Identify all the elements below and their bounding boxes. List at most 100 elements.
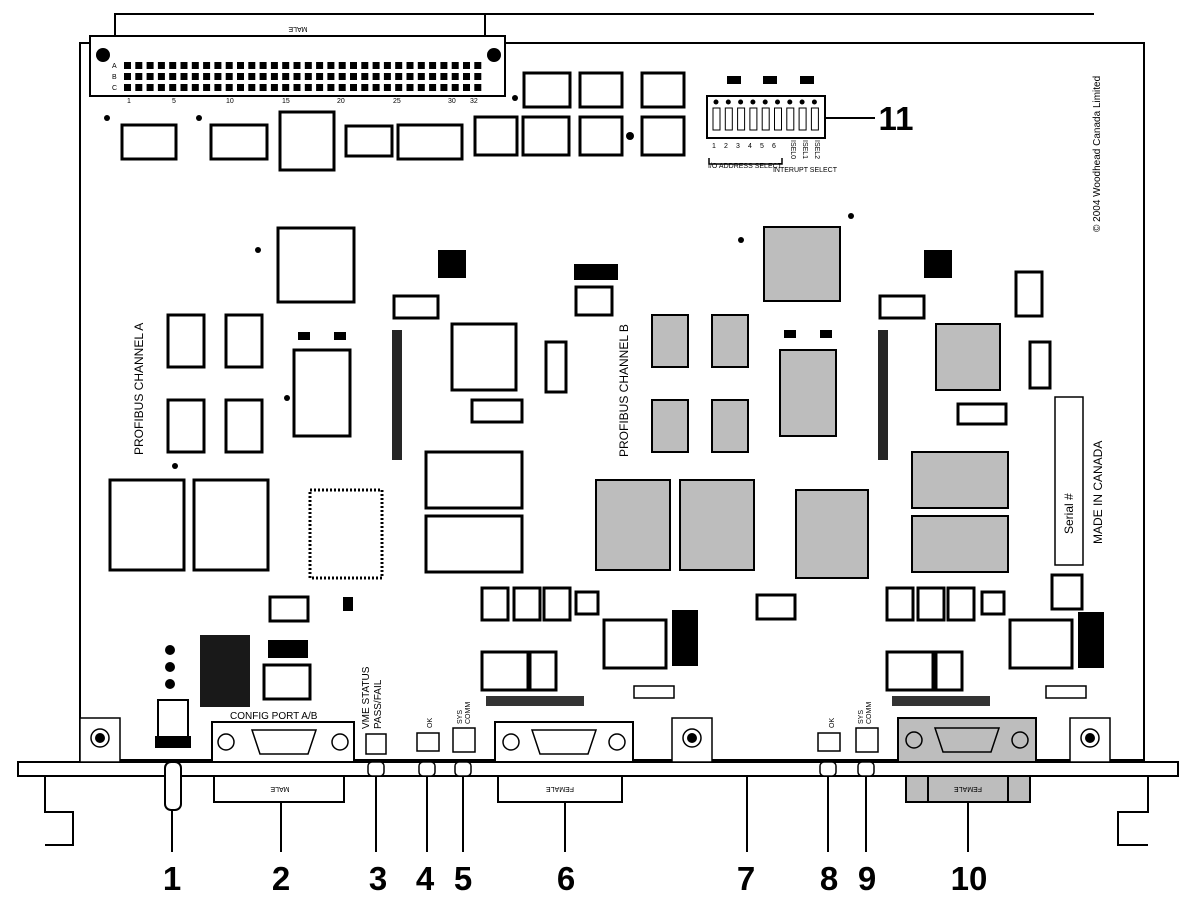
callout-6: 6: [557, 860, 575, 897]
connector-pin: [327, 73, 335, 80]
connector-pin: [293, 84, 301, 91]
dip-label-1: 1: [712, 143, 716, 150]
connector-pin: [338, 84, 346, 91]
connector-pin: [169, 62, 177, 69]
connector-pin: [282, 73, 290, 80]
connector-pin: [248, 73, 256, 80]
pass-fail-label: PASS/FAIL: [373, 679, 384, 729]
connector-pin: [327, 62, 335, 69]
sys-comm-a-line1: SYS: [457, 710, 464, 724]
connector-pin: [304, 84, 312, 91]
dip-label-5: 5: [760, 143, 764, 150]
made-in-canada: MADE IN CANADA: [1091, 441, 1105, 544]
channel-a-area: PROFIBUS CHANNEL A: [108, 226, 568, 623]
pin-row-b: B: [112, 74, 117, 81]
connector-pin: [157, 73, 165, 80]
connector-pin: [361, 73, 369, 80]
sys-comm-a-line2: COMM: [465, 702, 472, 724]
connector-pin: [225, 84, 233, 91]
top-connector-label: MALE: [288, 25, 307, 32]
config-port-connector: CONFIG PORT A/B MALE: [211, 711, 355, 803]
connector-pin: [440, 62, 448, 69]
connector-pin: [225, 62, 233, 69]
ok-led-a: OK: [416, 718, 440, 777]
profibus-port-a: FEMALE: [494, 721, 634, 803]
connector-pin: [463, 73, 470, 80]
connector-pin: [270, 62, 278, 69]
leader-lines: [171, 776, 969, 852]
dip-switch-slot: [749, 107, 758, 131]
dip-switch-slot: [786, 107, 795, 131]
connector-pin: [293, 73, 301, 80]
dip-switch-slot: [724, 107, 733, 131]
connector-pin: [429, 73, 437, 80]
connector-pin: [395, 62, 403, 69]
connector-pin: [191, 73, 199, 80]
sys-comm-b-line2: COMM: [866, 702, 873, 724]
connector-pin: [135, 73, 143, 80]
dip-switch-dot: [762, 99, 768, 105]
connector-pin: [316, 73, 324, 80]
connector-pin: [135, 62, 143, 69]
connector-pin: [372, 62, 380, 69]
pin-number-25: 25: [393, 98, 401, 105]
connector-pin: [124, 73, 131, 80]
connector-pin: [429, 62, 437, 69]
pin-number-1: 1: [127, 98, 131, 105]
callout-11: 11: [879, 100, 914, 137]
dip-switch-slot: [774, 107, 782, 131]
connector-pin: [372, 84, 380, 91]
dip-switch-dot: [713, 99, 719, 105]
channel-a-label: PROFIBUS CHANNEL A: [132, 323, 146, 455]
connector-pin: [124, 84, 131, 91]
connector-pin: [350, 84, 357, 91]
dip-switch-dot: [811, 99, 817, 105]
connector-pin: [248, 84, 256, 91]
dip-label-isel1: ISEL1: [801, 140, 808, 159]
connector-pin: [180, 73, 188, 80]
female-connector-b-label: FEMALE: [954, 785, 982, 792]
connector-pin: [157, 84, 165, 91]
dip-switch-dot: [799, 99, 805, 105]
connector-pin: [180, 84, 188, 91]
profibus-port-b: FEMALE: [897, 717, 1037, 803]
connector-pin: [169, 73, 177, 80]
top-chip-row: [104, 71, 814, 172]
pin-number-10: 10: [226, 98, 234, 105]
connector-pin: [451, 84, 459, 91]
serial-label: Serial #: [1062, 493, 1076, 534]
dip-label-4: 4: [748, 143, 752, 150]
connector-pin: [417, 73, 425, 80]
lower-components-a: [165, 586, 698, 707]
pin-row-a: A: [112, 63, 117, 70]
dip-switch-slot: [737, 107, 746, 131]
connector-pin: [191, 62, 199, 69]
dip-label-2: 2: [724, 143, 728, 150]
connector-pin: [372, 73, 380, 80]
dip-switch-dot: [787, 99, 793, 105]
pin-number-32: 32: [470, 98, 478, 105]
copyright-text: © 2004 Woodhead Canada Limited: [1092, 76, 1103, 232]
dip-switch-dot: [738, 99, 744, 105]
connector-pin: [157, 62, 165, 69]
connector-pin: [463, 84, 470, 91]
connector-pin: [451, 62, 459, 69]
connector-pin: [316, 84, 324, 91]
dip-switch-dot: [750, 99, 756, 105]
vme-status-label: VME STATUS: [361, 666, 372, 729]
connector-pin: [383, 84, 391, 91]
connector-pin: [282, 62, 290, 69]
connector-pin: [270, 73, 278, 80]
dip-label-isel2: ISEL2: [813, 140, 820, 159]
sys-comm-b-line1: SYS: [858, 710, 865, 724]
interrupt-select: INTERUPT SELECT: [773, 167, 838, 174]
reset-button: [155, 699, 191, 811]
connector-pin: [135, 84, 143, 91]
connector-pin: [395, 84, 403, 91]
sys-comm-led-b: SYS COMM: [855, 702, 879, 777]
connector-pin: [237, 62, 244, 69]
channel-b-label: PROFIBUS CHANNEL B: [617, 324, 631, 457]
ok-b-label: OK: [829, 718, 836, 728]
dip-switch-dot: [725, 99, 731, 105]
